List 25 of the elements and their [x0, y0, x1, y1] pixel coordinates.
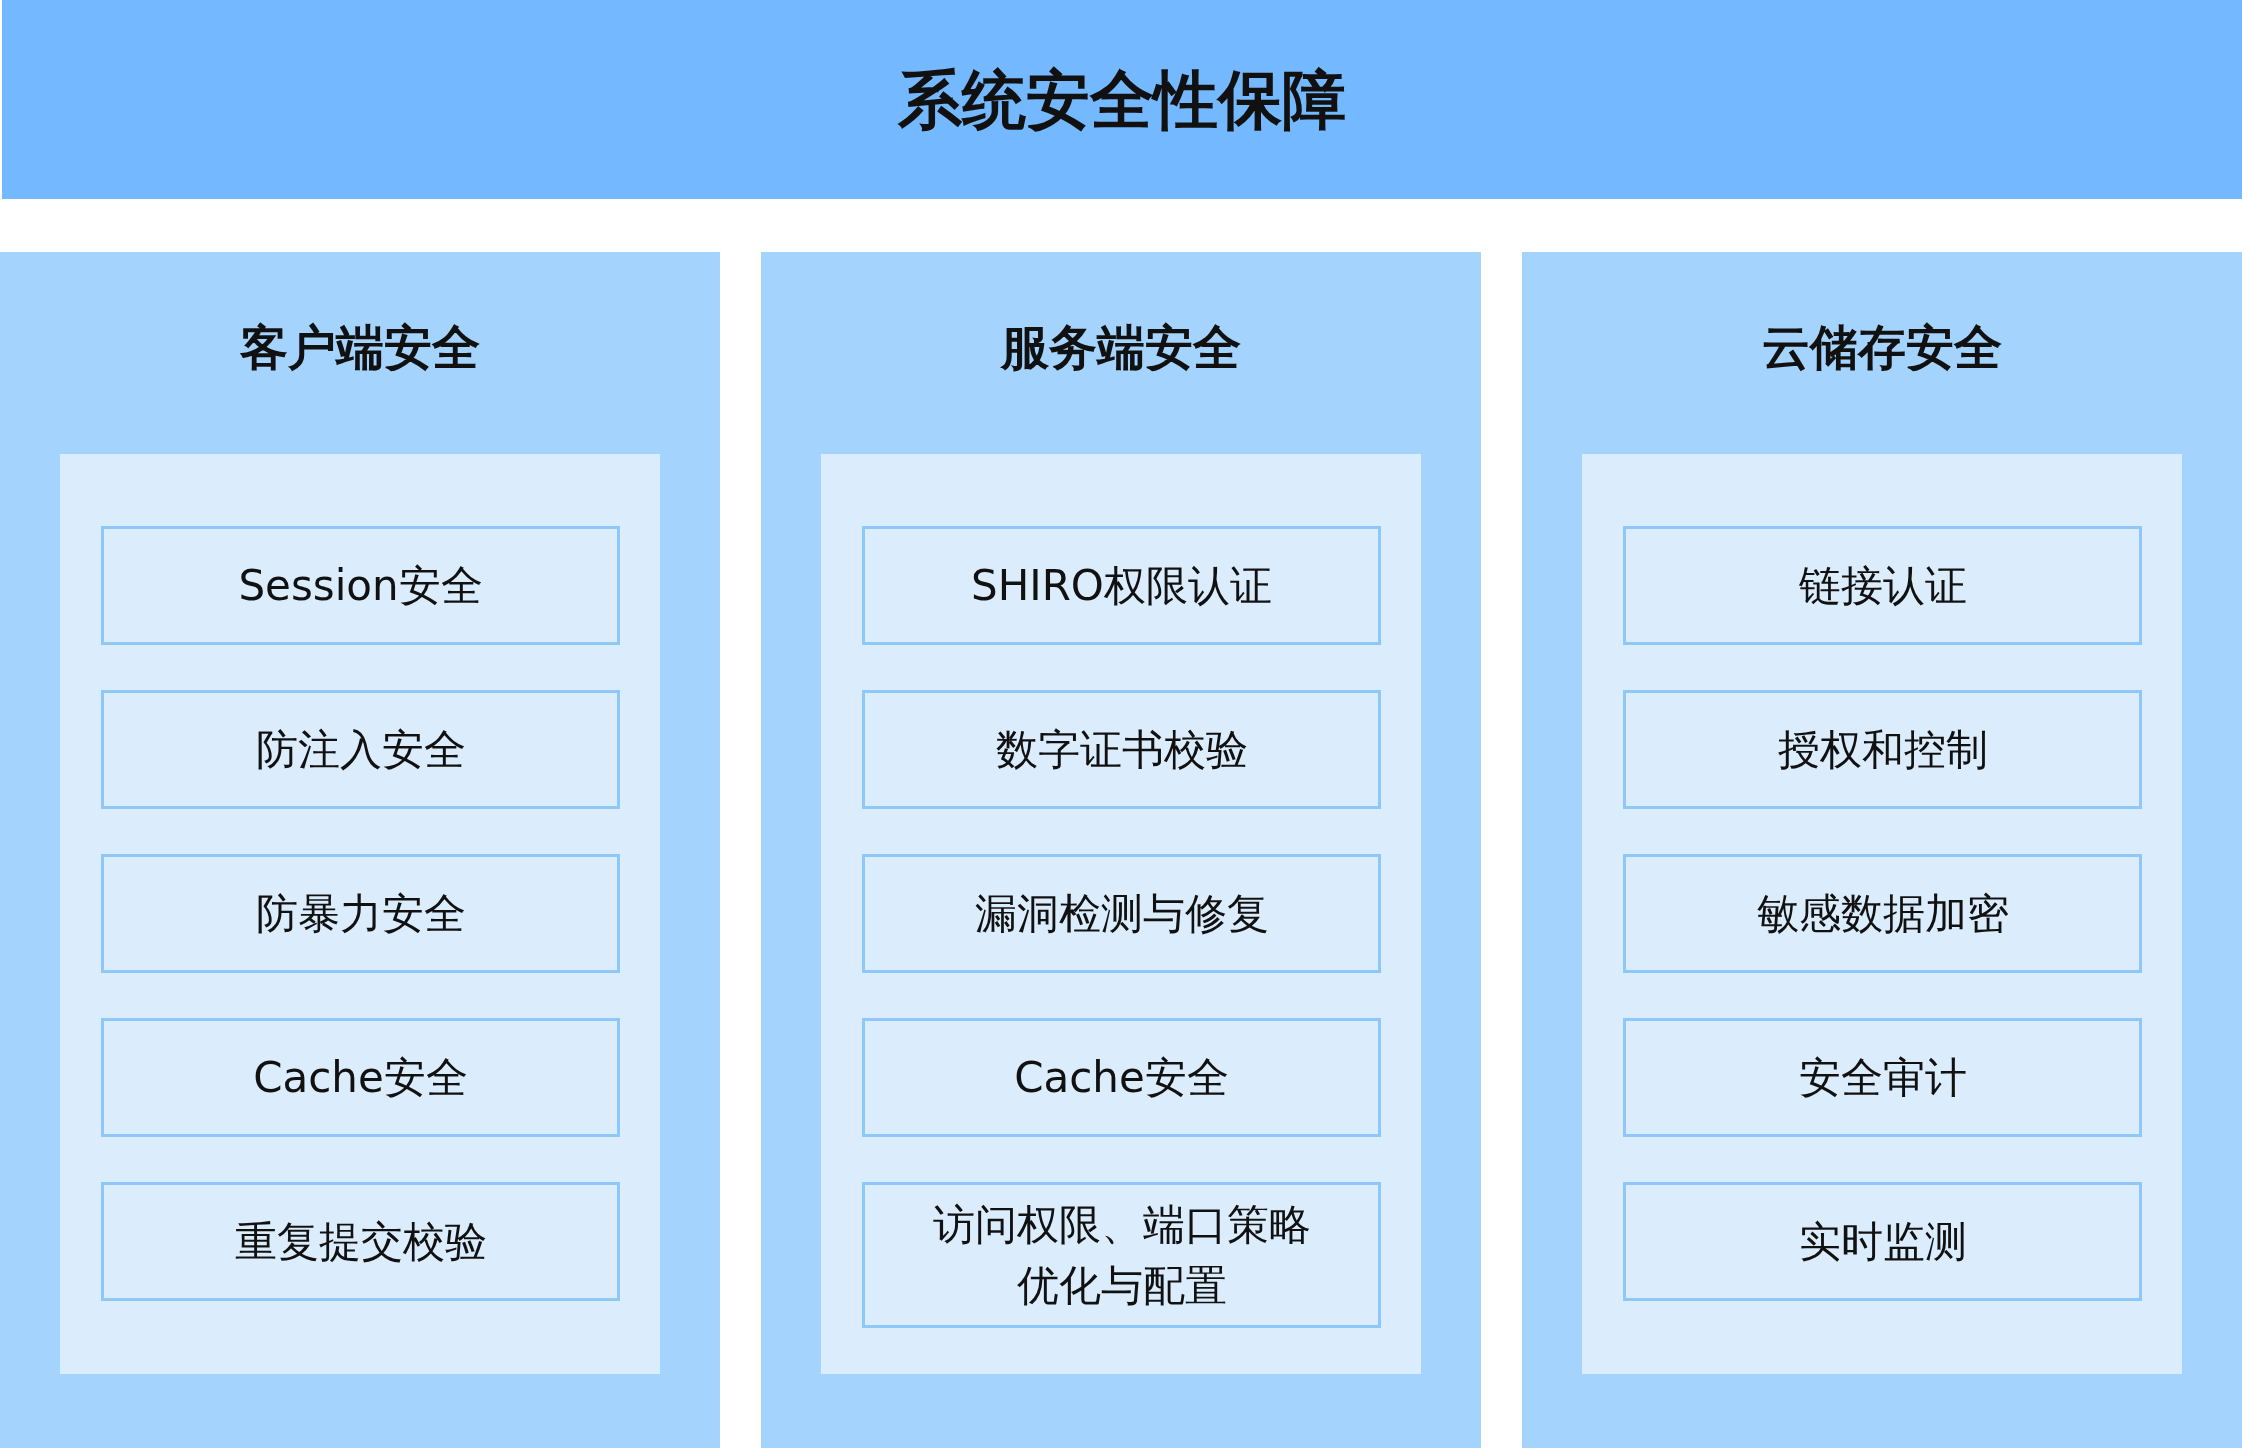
item-box: Session安全	[101, 526, 620, 645]
item-box: Cache安全	[862, 1018, 1381, 1137]
column-panel	[1522, 252, 2242, 1448]
item-box: 重复提交校验	[101, 1182, 620, 1301]
inner-panel	[1582, 454, 2182, 1374]
inner-panel	[821, 454, 1421, 1374]
item-box: 数字证书校验	[862, 690, 1381, 809]
column-heading: 服务端安全	[1001, 318, 1241, 377]
item-box: 防暴力安全	[101, 854, 620, 973]
column-panel	[761, 252, 1481, 1448]
item-box: SHIRO权限认证	[862, 526, 1381, 645]
item-box: 链接认证	[1623, 526, 2142, 645]
inner-panel	[60, 454, 660, 1374]
column-heading: 云储存安全	[1762, 318, 2002, 377]
item-box: 授权和控制	[1623, 690, 2142, 809]
title-band: 系统安全性保障	[2, 0, 2242, 199]
item-box: Cache安全	[101, 1018, 620, 1137]
item-box: 安全审计	[1623, 1018, 2142, 1137]
item-box: 访问权限、端口策略优化与配置	[862, 1182, 1381, 1328]
item-box: 漏洞检测与修复	[862, 854, 1381, 973]
column-heading: 客户端安全	[240, 318, 480, 377]
item-box: 防注入安全	[101, 690, 620, 809]
item-box: 敏感数据加密	[1623, 854, 2142, 973]
column-panel	[0, 252, 720, 1448]
item-box: 实时监测	[1623, 1182, 2142, 1301]
